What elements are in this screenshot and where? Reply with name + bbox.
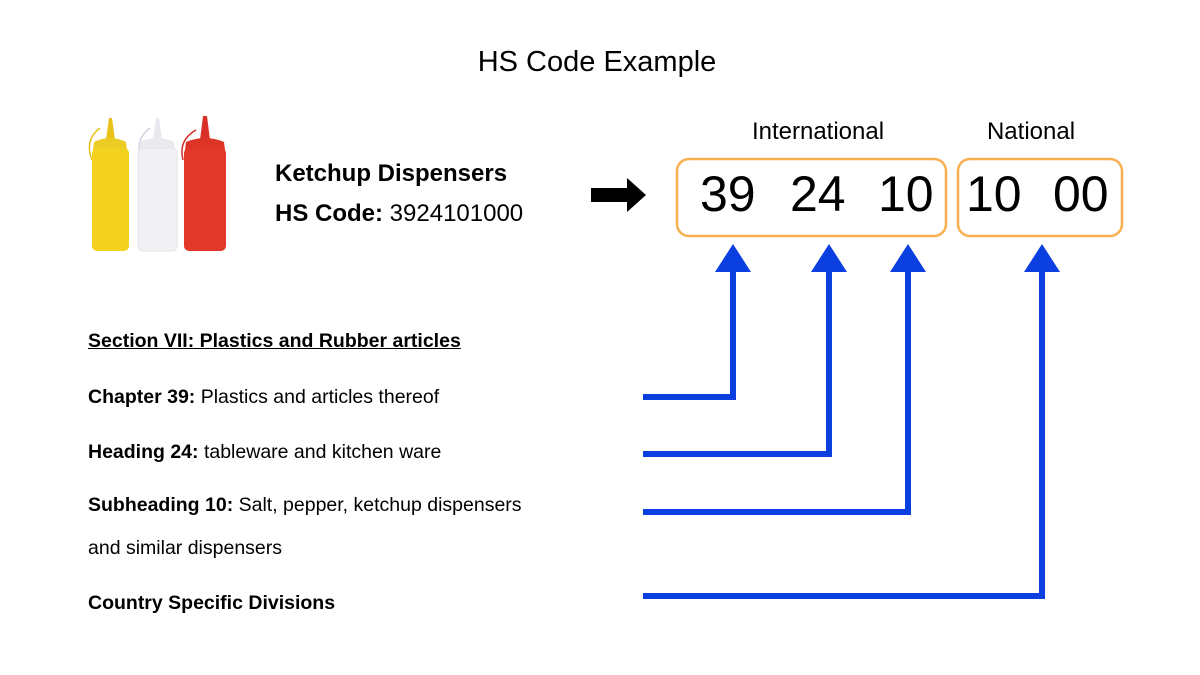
chapter-description: Chapter 39: Plastics and articles thereo… [88, 386, 439, 409]
subheading-description-line2: and similar dispensers [88, 537, 283, 559]
chapter-label: Chapter 39: [88, 386, 196, 408]
section-heading: Section VII: Plastics and Rubber article… [88, 330, 461, 352]
page-title: HS Code Example [477, 46, 717, 78]
national-connector [643, 244, 1060, 599]
international-label: International [751, 118, 885, 145]
heading-text: tableware and kitchen ware [198, 441, 442, 463]
right-arrow-icon [591, 178, 646, 212]
subheading-description: Subheading 10: Salt, pepper, ketchup dis… [88, 494, 522, 517]
red-bottle [181, 116, 226, 251]
country-divisions-label: Country Specific Divisions [88, 592, 336, 614]
subheading-connector [643, 244, 926, 515]
national-box [956, 157, 1124, 238]
chapter-text: Plastics and articles thereof [195, 386, 440, 408]
hs-code-value: 3924101000 [389, 200, 524, 227]
subheading-digits: 10 [878, 166, 934, 222]
subheading-text: Salt, pepper, ketchup dispensers [233, 494, 522, 516]
heading-description: Heading 24: tableware and kitchen ware [88, 441, 441, 464]
subheading-label: Subheading 10: [88, 494, 234, 516]
ketchup-bottles-image [88, 116, 226, 252]
hs-code-label: HS Code: [275, 200, 383, 227]
national-label: National [986, 118, 1076, 145]
heading-digits: 24 [790, 166, 846, 222]
heading-label: Heading 24: [88, 441, 199, 463]
chapter-connector [643, 244, 751, 400]
chapter-digits: 39 [700, 166, 756, 222]
white-bottle [137, 118, 178, 252]
product-name: Ketchup Dispensers [275, 160, 508, 187]
international-box [675, 157, 948, 238]
national-digits-1: 10 [966, 166, 1022, 222]
yellow-bottle [88, 118, 129, 251]
national-digits-2: 00 [1053, 166, 1109, 222]
heading-connector [643, 244, 847, 457]
product-hs-code: HS Code: 3924101000 [275, 200, 523, 228]
